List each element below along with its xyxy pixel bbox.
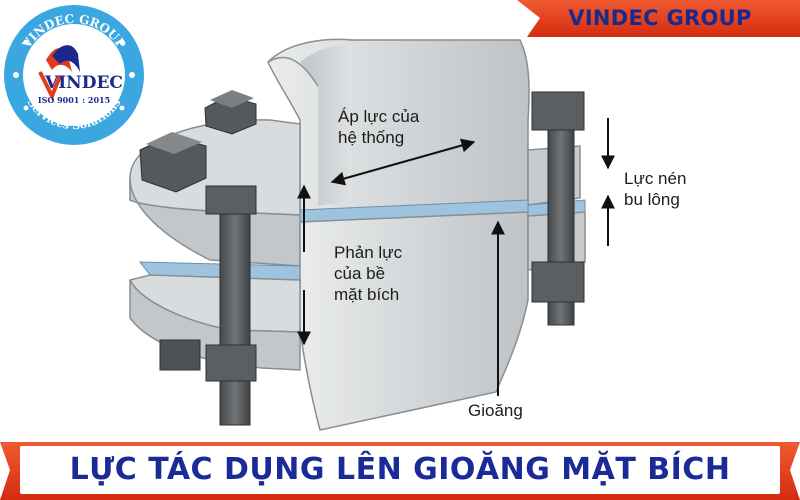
gasket-label: Gioăng xyxy=(468,401,523,420)
bolt-front-left xyxy=(139,132,257,426)
bolt-back-left xyxy=(204,90,257,135)
brand-banner xyxy=(517,0,800,37)
logo-iso: ISO 9001 : 2015 xyxy=(38,95,110,105)
brand-banner-text: VINDEC GROUP xyxy=(568,6,752,30)
flange-reaction-label: Phản lực của bề mặt bích xyxy=(334,243,403,304)
bolt-force-label: Lực nén bu lông xyxy=(624,169,687,209)
logo-name: VINDEC xyxy=(44,73,123,93)
bolt-right xyxy=(531,91,585,326)
system-pressure-label: Áp lực của hệ thống xyxy=(338,107,420,147)
system-pressure-arrow xyxy=(330,138,476,186)
vindec-logo: VINDEC ISO 9001 : 2015 VINDEC GROUP Serv… xyxy=(4,5,144,145)
lower-pipe xyxy=(128,211,586,431)
force-arrows xyxy=(297,118,615,396)
page-title: LỰC TÁC DỤNG LÊN GIOĂNG MẶT BÍCH xyxy=(69,452,731,487)
